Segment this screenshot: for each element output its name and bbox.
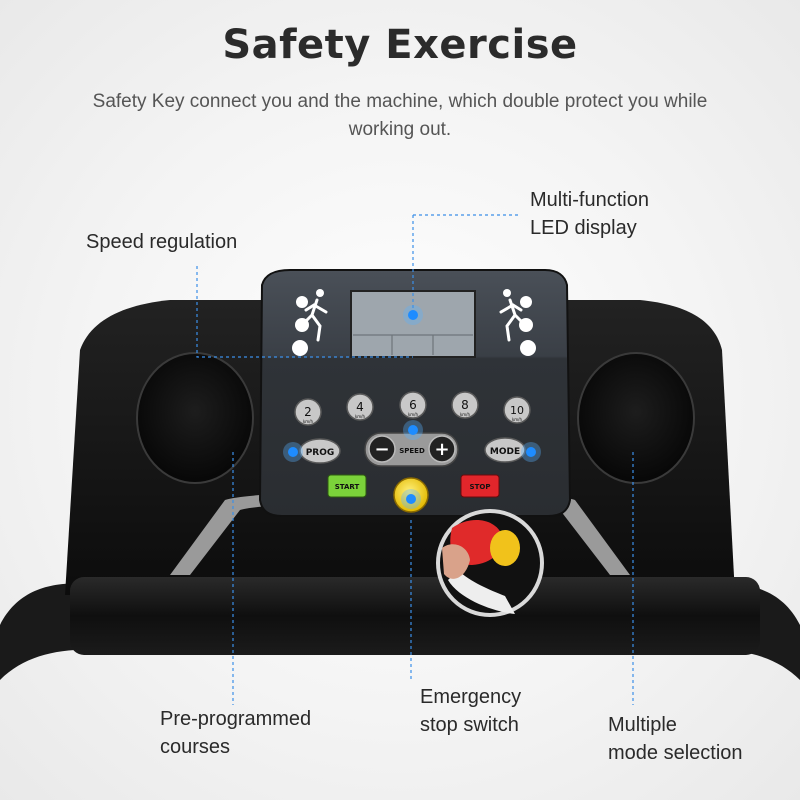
- svg-text:6: 6: [409, 398, 417, 412]
- svg-text:km/h: km/h: [355, 414, 366, 419]
- mode-button[interactable]: MODE: [484, 437, 526, 463]
- page-title: Safety Exercise: [222, 22, 578, 68]
- speed-regulation-leader: [196, 266, 413, 358]
- svg-text:km/h: km/h: [303, 419, 314, 424]
- safety-key-closeup: [436, 509, 544, 617]
- speed-preset-8-button[interactable]: 8 km/h: [451, 391, 479, 419]
- speed-preset-10-button[interactable]: 10 km/h: [503, 396, 531, 424]
- speed-preset-4-button[interactable]: 4 km/h: [346, 393, 374, 421]
- svg-text:+: +: [434, 439, 449, 460]
- programmed-label-line1: Pre-programmed: [160, 708, 312, 730]
- led-display-screen: [350, 290, 476, 358]
- runner-icon: [499, 289, 536, 356]
- led-display-label-line1: Multi-function: [530, 189, 649, 211]
- svg-text:10: 10: [510, 404, 524, 417]
- mode-label-line2: mode selection: [608, 742, 743, 764]
- svg-text:km/h: km/h: [512, 417, 523, 422]
- start-button[interactable]: START: [327, 474, 367, 498]
- svg-text:MODE: MODE: [490, 447, 520, 457]
- svg-text:START: START: [335, 483, 360, 491]
- mode-selection-label: Multiple mode selection: [608, 711, 743, 767]
- speed-preset-6-button[interactable]: 6 km/h: [399, 391, 427, 419]
- emergency-label-line2: stop switch: [420, 714, 519, 736]
- prog-button[interactable]: PROG: [299, 438, 341, 464]
- stop-button[interactable]: STOP: [460, 474, 500, 498]
- svg-text:4: 4: [356, 400, 364, 414]
- led-display-hotspot: [403, 305, 423, 325]
- svg-text:−: −: [374, 439, 389, 460]
- svg-text:km/h: km/h: [408, 412, 419, 417]
- svg-text:SPEED: SPEED: [399, 447, 425, 455]
- svg-text:km/h: km/h: [460, 412, 471, 417]
- safety-key-hotspot: [401, 489, 421, 509]
- page-subtitle: Safety Key connect you and the machine, …: [92, 91, 708, 140]
- prog-hotspot: [283, 442, 303, 462]
- speed-preset-2-button[interactable]: 2 km/h: [294, 398, 322, 426]
- svg-text:STOP: STOP: [470, 483, 491, 491]
- led-display-label: Multi-function LED display: [530, 186, 649, 242]
- runner-icon: [292, 289, 328, 356]
- programmed-label-line2: courses: [160, 736, 231, 758]
- speed-minus-button[interactable]: −: [368, 435, 396, 463]
- svg-text:8: 8: [461, 398, 469, 412]
- speed-plus-button[interactable]: +: [428, 435, 456, 463]
- mode-hotspot: [521, 442, 541, 462]
- speed-regulation-label: Speed regulation: [86, 231, 238, 253]
- emergency-label-line1: Emergency: [420, 686, 522, 708]
- programmed-courses-label: Pre-programmed courses: [160, 705, 311, 761]
- svg-text:2: 2: [304, 405, 312, 419]
- emergency-stop-label: Emergency stop switch: [420, 683, 521, 739]
- led-display-label-line2: LED display: [530, 217, 637, 239]
- speed-regulation-hotspot: [403, 420, 423, 440]
- svg-text:PROG: PROG: [306, 448, 335, 458]
- mode-label-line1: Multiple: [608, 714, 677, 736]
